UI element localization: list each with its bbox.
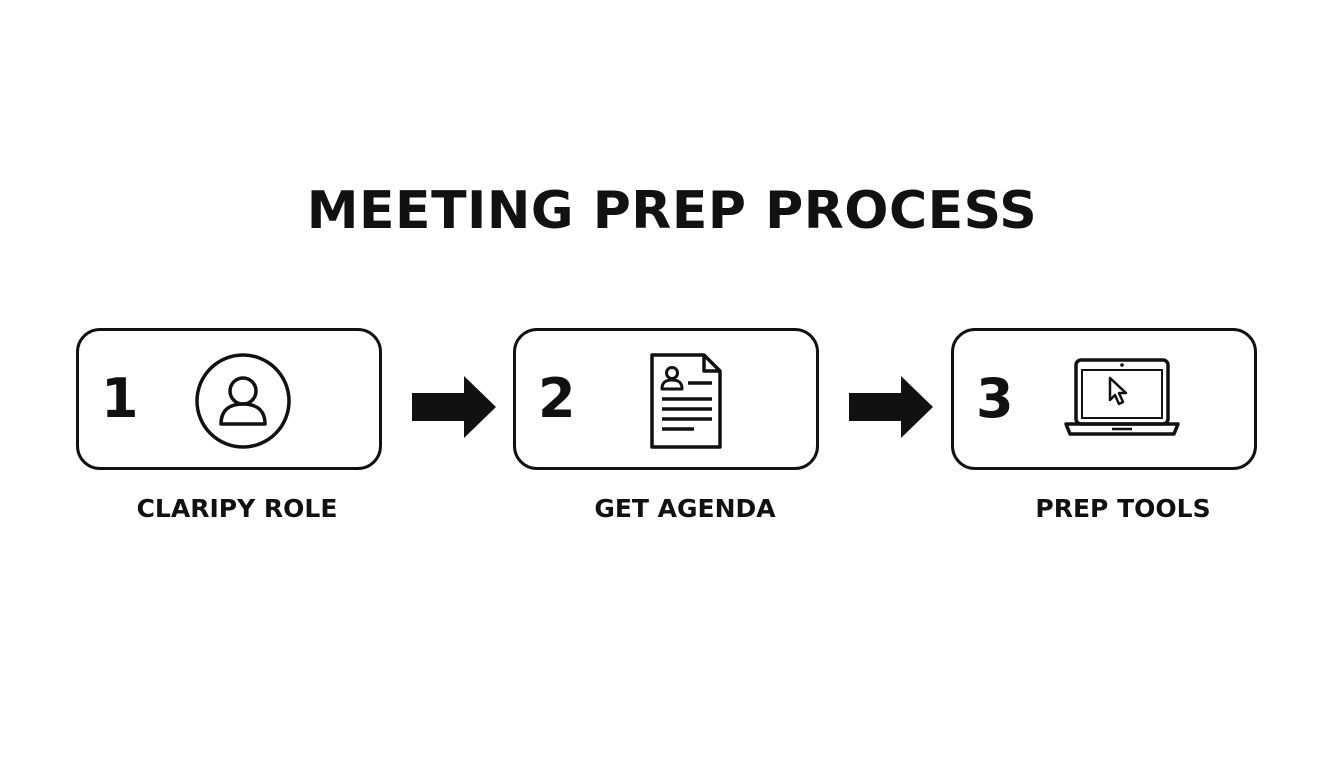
arrow-right-icon — [849, 376, 933, 438]
arrow-right-icon — [412, 376, 496, 438]
step-1-box: 1 — [76, 328, 382, 470]
diagram-title: MEETING PREP PROCESS — [306, 181, 1038, 241]
step-1-number: 1 — [101, 367, 139, 430]
step-2-label: GET AGENDA — [594, 494, 776, 523]
document-icon — [650, 353, 722, 449]
step-2-number: 2 — [538, 367, 576, 430]
laptop-cursor-icon — [1064, 358, 1180, 436]
user-icon — [195, 353, 291, 449]
step-1-label: CLARIPY ROLE — [136, 494, 338, 523]
step-3-label: PREP TOOLS — [1035, 494, 1211, 523]
step-3-box: 3 — [951, 328, 1257, 470]
step-2-box: 2 — [513, 328, 819, 470]
step-3-number: 3 — [976, 367, 1014, 430]
